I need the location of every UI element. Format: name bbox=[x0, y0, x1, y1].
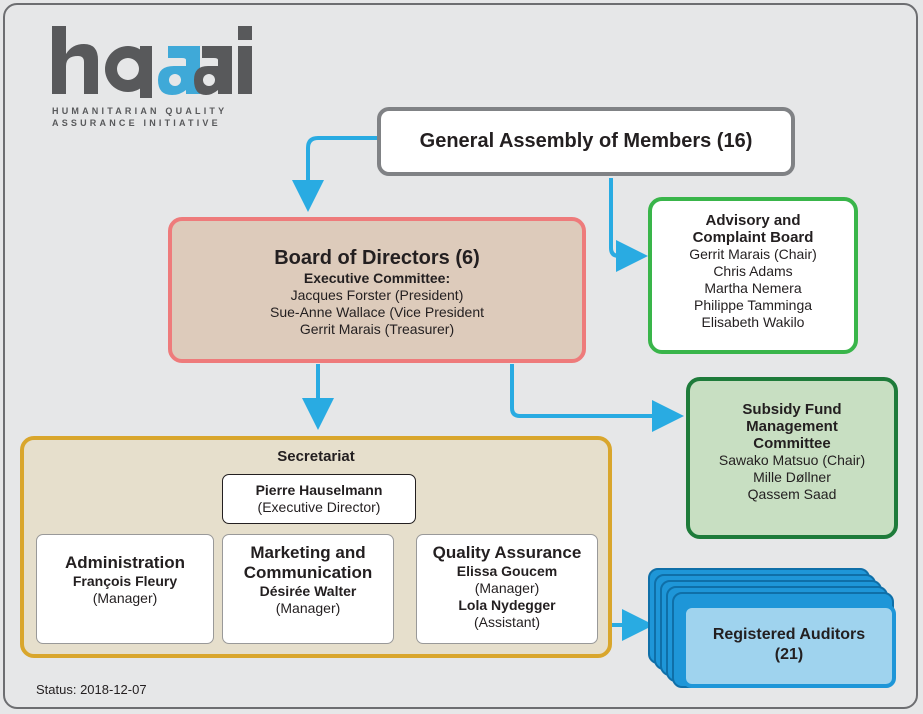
logo-tagline-1: HUMANITARIAN QUALITY bbox=[52, 106, 228, 116]
registered-auditors-box: Registered Auditors (21) bbox=[682, 604, 896, 688]
quality-name-2: Lola Nydegger bbox=[458, 597, 556, 613]
marketing-title-2: Communication bbox=[243, 563, 373, 582]
board-member: Sue-Anne Wallace (Vice President bbox=[270, 304, 484, 320]
marketing-role: (Manager) bbox=[275, 600, 341, 616]
quality-assurance-box: Quality Assurance Elissa Goucem (Manager… bbox=[416, 534, 598, 644]
administration-role: (Manager) bbox=[92, 590, 158, 606]
board-of-directors-box: Board of Directors (6) Executive Committ… bbox=[168, 217, 586, 363]
auditors-title-2: (21) bbox=[774, 646, 804, 663]
arrow-assembly-to-advisory bbox=[609, 178, 648, 272]
general-assembly-title: General Assembly of Members (16) bbox=[419, 130, 753, 152]
board-member: Gerrit Marais (Treasurer) bbox=[299, 321, 455, 337]
subsidy-title-2: Management bbox=[746, 418, 838, 435]
secretariat-title: Secretariat bbox=[277, 448, 355, 465]
director-name: Pierre Hauselmann bbox=[255, 482, 383, 498]
quality-role-1: (Manager) bbox=[474, 580, 540, 596]
general-assembly-box: General Assembly of Members (16) bbox=[377, 107, 795, 176]
status-text: Status: 2018-12-07 bbox=[36, 682, 147, 697]
administration-box: Administration François Fleury (Manager) bbox=[36, 534, 214, 644]
subsidy-member: Sawako Matsuo (Chair) bbox=[718, 452, 866, 468]
director-role: (Executive Director) bbox=[257, 499, 381, 515]
subsidy-title-3: Committee bbox=[753, 435, 831, 452]
advisory-member: Martha Nemera bbox=[704, 280, 802, 296]
board-member: Jacques Forster (President) bbox=[290, 287, 464, 303]
hqai-logo-mark bbox=[52, 26, 252, 98]
quality-title: Quality Assurance bbox=[432, 543, 582, 562]
hqai-logo: HUMANITARIAN QUALITY ASSURANCE INITIATIV… bbox=[50, 18, 260, 133]
board-title: Board of Directors (6) bbox=[274, 247, 480, 269]
marketing-box: Marketing and Communication Désirée Walt… bbox=[222, 534, 394, 644]
administration-title: Administration bbox=[65, 553, 185, 572]
advisory-title-2: Complaint Board bbox=[692, 229, 814, 246]
subsidy-member: Mille Døllner bbox=[753, 469, 831, 485]
arrow-board-to-subsidy bbox=[510, 364, 684, 432]
advisory-member: Elisabeth Wakilo bbox=[701, 314, 805, 330]
marketing-title-1: Marketing and bbox=[250, 543, 366, 562]
marketing-name: Désirée Walter bbox=[259, 583, 357, 599]
secretariat-box: Secretariat Pierre Hauselmann (Executive… bbox=[20, 436, 612, 658]
executive-director-box: Pierre Hauselmann (Executive Director) bbox=[222, 474, 416, 524]
registered-auditors-stack: Registered Auditors (21) bbox=[648, 568, 910, 698]
subsidy-member: Qassem Saad bbox=[747, 486, 837, 502]
administration-name: François Fleury bbox=[72, 573, 178, 589]
board-subtitle: Executive Committee: bbox=[303, 270, 451, 286]
advisory-board-box: Advisory and Complaint Board Gerrit Mara… bbox=[648, 197, 858, 354]
logo-tagline-2: ASSURANCE INITIATIVE bbox=[52, 118, 221, 128]
advisory-member: Philippe Tamminga bbox=[693, 297, 813, 313]
advisory-title-1: Advisory and bbox=[705, 212, 801, 229]
subsidy-title-1: Subsidy Fund bbox=[742, 401, 842, 418]
arrow-assembly-to-board bbox=[292, 136, 380, 212]
auditors-title-1: Registered Auditors bbox=[712, 626, 866, 643]
quality-name-1: Elissa Goucem bbox=[456, 563, 558, 579]
advisory-member: Gerrit Marais (Chair) bbox=[689, 246, 817, 262]
subsidy-fund-box: Subsidy Fund Management Committee Sawako… bbox=[686, 377, 898, 539]
quality-role-2: (Assistant) bbox=[473, 614, 541, 630]
advisory-member: Chris Adams bbox=[713, 263, 793, 279]
